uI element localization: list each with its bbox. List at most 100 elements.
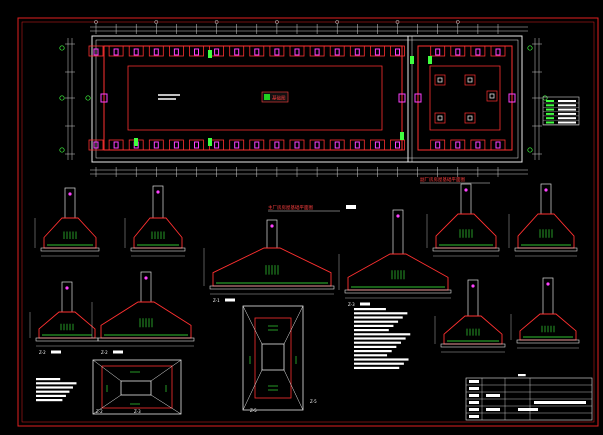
end-column xyxy=(508,93,516,103)
interior-pad xyxy=(434,112,446,124)
rebar-mark xyxy=(410,56,414,64)
end-column xyxy=(100,93,108,103)
axis-bubble-top xyxy=(94,20,98,24)
drawing-frame xyxy=(17,17,599,427)
footing-pad xyxy=(249,139,265,151)
section-pile-mark xyxy=(270,224,274,228)
section-base-slab xyxy=(209,285,335,290)
section-scale-box xyxy=(225,298,235,302)
legend-text-bar xyxy=(558,104,576,107)
axis-bubble xyxy=(85,95,91,101)
section-top-left-2 xyxy=(124,185,186,257)
interior-pad xyxy=(464,74,476,86)
column-stub xyxy=(234,48,240,56)
plan-dimension-lines xyxy=(67,26,540,175)
footing-pad xyxy=(390,45,405,57)
footing-pad xyxy=(309,139,325,151)
column-stub xyxy=(334,141,340,149)
column-stub xyxy=(133,48,139,56)
plan-footing-inner-main xyxy=(127,65,383,131)
axis-bubble-top xyxy=(154,20,159,24)
column-stub xyxy=(113,141,119,149)
footing-pad xyxy=(390,139,405,151)
rebar-mark xyxy=(428,56,432,64)
note-line xyxy=(354,354,388,357)
section-pile-mark xyxy=(396,214,400,218)
detail-label: Z-3 xyxy=(134,409,141,414)
footing-pad xyxy=(470,139,486,151)
footing-pad xyxy=(148,139,164,151)
footing-pad xyxy=(88,139,104,151)
footing-pad xyxy=(430,139,446,151)
section-base-slab xyxy=(130,247,186,252)
section-base-slab xyxy=(516,339,580,344)
plan-column-pads xyxy=(88,45,516,151)
footing-pad xyxy=(148,45,164,57)
section-pile-mark xyxy=(156,190,160,194)
note-line xyxy=(36,386,73,389)
axis-bubble-top xyxy=(214,20,219,24)
column-stub xyxy=(214,48,220,56)
note-line xyxy=(518,374,526,377)
column-stub xyxy=(153,48,159,56)
footing-pad xyxy=(349,45,365,57)
footing-pad xyxy=(309,45,325,57)
note-line xyxy=(354,337,406,340)
column-stub xyxy=(455,48,461,56)
section-right-mid-2 xyxy=(510,277,580,349)
column-stub xyxy=(234,141,240,149)
column-stub xyxy=(194,48,199,56)
column-stub xyxy=(374,48,380,56)
column-stub xyxy=(354,48,360,56)
footing-plan-detail-left xyxy=(92,359,182,415)
footing-pad xyxy=(450,139,466,151)
note-line xyxy=(36,399,63,402)
detail-label: Z-5 xyxy=(310,399,317,404)
section-top-left xyxy=(34,187,100,257)
column-stub xyxy=(173,48,179,56)
note-line xyxy=(354,320,399,323)
legend-swatch xyxy=(546,112,554,115)
footing-pad xyxy=(329,139,345,151)
footing-pad xyxy=(229,45,245,57)
column-stub xyxy=(475,48,481,56)
footing-pad xyxy=(229,139,245,151)
footing-pad xyxy=(369,139,385,151)
section-base-slab xyxy=(514,247,578,252)
section-label: Z-2 xyxy=(39,350,46,355)
footing-pad xyxy=(490,45,506,57)
column-stub xyxy=(395,48,400,56)
section-z2: Z-2 xyxy=(29,281,99,355)
rebar-mark xyxy=(134,138,138,146)
column-stub xyxy=(374,141,380,149)
plan-footing-inner-aux xyxy=(429,65,501,131)
note-line xyxy=(354,362,404,365)
note-line xyxy=(36,378,61,381)
interior-column xyxy=(467,77,473,83)
axis-bubble-top xyxy=(395,20,400,24)
note-line xyxy=(354,329,389,332)
column-stub xyxy=(475,141,481,149)
rebar-mark xyxy=(208,50,212,58)
notes-block-left xyxy=(36,378,77,402)
section-top-right xyxy=(426,183,500,257)
axis-bubble xyxy=(59,147,65,153)
legend-text-bar xyxy=(558,112,576,115)
footing-pad xyxy=(430,45,446,57)
legend-swatch xyxy=(546,121,554,124)
column-stub xyxy=(435,141,441,149)
column-stub xyxy=(334,48,340,56)
section-pile-mark xyxy=(471,284,475,288)
note-line xyxy=(354,366,400,369)
rebar-mark xyxy=(400,132,404,140)
note-line xyxy=(354,324,394,327)
axis-bubble xyxy=(527,45,533,51)
interior-column xyxy=(437,115,443,121)
title-block xyxy=(465,377,593,421)
column-stub xyxy=(314,141,320,149)
section-base-slab xyxy=(440,343,506,348)
section-pile-mark xyxy=(464,188,468,192)
footing-pad xyxy=(490,139,506,151)
footing-pad xyxy=(108,139,124,151)
